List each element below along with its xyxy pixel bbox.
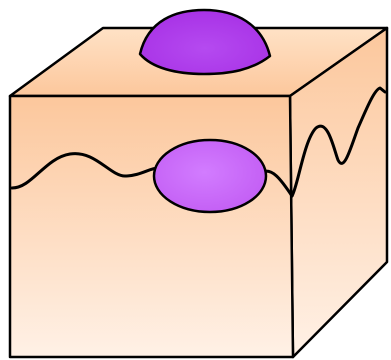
side-membrane-line (290, 86, 387, 198)
front-face (8, 94, 295, 359)
inner-nucleus (152, 138, 268, 214)
surface-nucleus (138, 8, 272, 76)
